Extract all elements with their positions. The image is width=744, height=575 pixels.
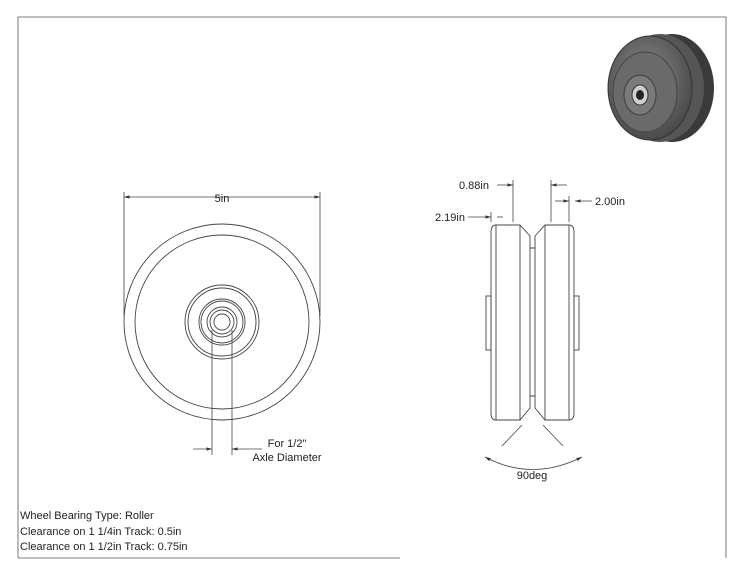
drawing-border [17,16,727,559]
note-clearance-1-1-2: Clearance on 1 1/2in Track: 0.75in [20,541,188,553]
groove-angle-label: 90deg [517,470,548,482]
front-diameter-dimension [123,192,321,316]
specification-notes: Wheel Bearing Type: Roller Clearance on … [20,509,188,556]
groove-width-label: 0.88in [459,180,489,192]
note-bearing-type: Wheel Bearing Type: Roller [20,510,154,522]
axle-dimension [193,330,262,455]
flange-width-label: 2.00in [595,196,625,208]
axle-note-line2: Axle Diameter [252,452,321,464]
axle-note-line1: For 1/2" [268,438,307,450]
flange-width-dimension [555,196,592,222]
side-view [485,224,580,421]
groove-width-dimension [497,180,567,222]
front-view [123,223,321,421]
overall-width-label: 2.19in [435,212,465,224]
overall-width-dimension [468,212,503,222]
groove-angle-dimension [484,424,583,470]
front-diameter-label: 5in [215,193,230,205]
wheel-3d-render [607,34,714,142]
note-clearance-1-1-4: Clearance on 1 1/4in Track: 0.5in [20,525,182,538]
